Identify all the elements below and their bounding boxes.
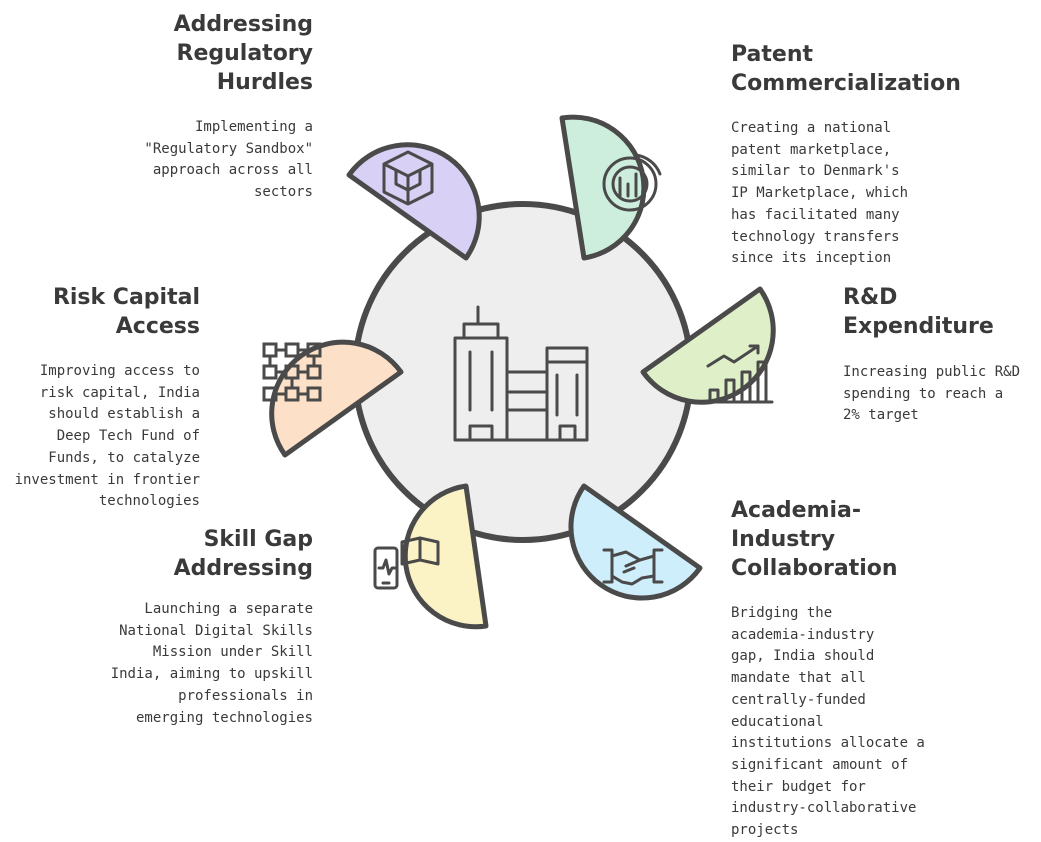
title-rnd: R&D Expenditure — [843, 285, 994, 339]
desc-academia: Bridging the academia-industry gap, Indi… — [731, 605, 925, 839]
drop-academia — [568, 483, 703, 601]
bar-chart-trend-icon — [702, 344, 774, 404]
desc-regulatory: Implementing a "Regulatory Sandbox" appr… — [144, 119, 313, 201]
title-regulatory: Addressing Regulatory Hurdles — [173, 12, 313, 95]
desc-patent: Creating a national patent marketplace, … — [731, 120, 909, 267]
title-risk: Risk Capital Access — [52, 285, 200, 339]
title-patent: Patent Commercialization — [731, 42, 961, 96]
chart-gear-icon — [602, 153, 662, 212]
desc-risk: Improving access to risk capital, India … — [14, 363, 200, 510]
title-academia: Academia- Industry Collaboration — [731, 498, 898, 581]
drop-risk — [269, 339, 404, 458]
desc-rnd: Increasing public R&D spending to reach … — [843, 364, 1021, 424]
buildings-icon — [453, 305, 589, 442]
grid-network-icon — [262, 342, 322, 402]
handshake-icon — [602, 548, 664, 586]
cube-network-icon — [382, 150, 434, 206]
title-skill: Skill Gap Addressing — [173, 527, 313, 581]
phone-book-icon — [373, 536, 440, 590]
desc-skill: Launching a separate National Digital Sk… — [110, 601, 313, 726]
drop-skill — [402, 483, 489, 630]
